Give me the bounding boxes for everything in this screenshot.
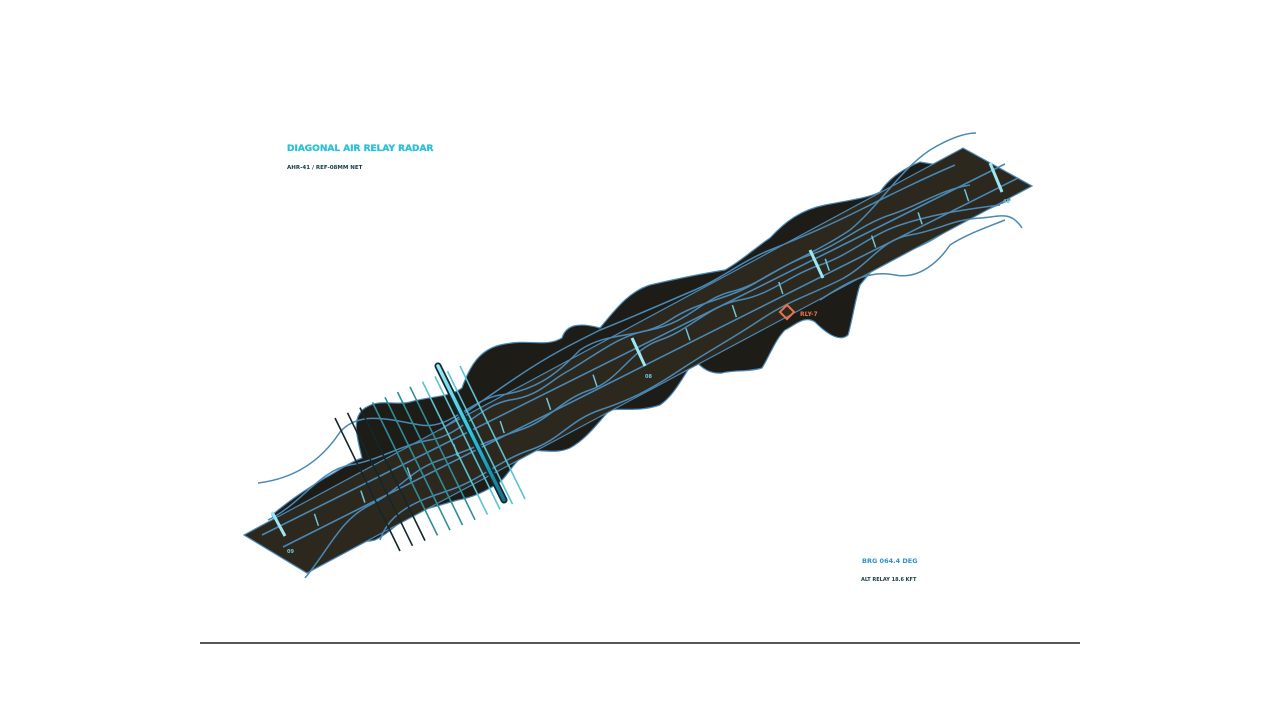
beam-array-line xyxy=(396,391,464,526)
beam-array-line xyxy=(421,381,489,515)
relay-marker-label: RLY-7 xyxy=(800,311,818,318)
corridor-centerline-1 xyxy=(261,163,1006,536)
waypoint-marker-b xyxy=(808,249,825,279)
lane-tick xyxy=(592,374,598,387)
route-line-3 xyxy=(304,204,1001,579)
beam-array-line xyxy=(434,376,501,510)
lane-tick xyxy=(499,420,505,434)
relay-corridor-strip xyxy=(242,147,1034,574)
route-line-2 xyxy=(267,184,971,521)
lane-tick xyxy=(685,328,691,341)
beam-array-line xyxy=(459,365,526,500)
lane-tag-end: 48 xyxy=(1003,199,1010,205)
lane-tick xyxy=(313,513,320,527)
lane-tick xyxy=(870,235,877,248)
lane-tick xyxy=(545,397,552,411)
waypoint-marker-a xyxy=(630,337,647,367)
corridor-end-marker xyxy=(988,162,1004,193)
lane-tick xyxy=(360,490,366,503)
beam-array-line xyxy=(371,402,439,536)
lane-tick xyxy=(917,212,923,225)
beam-array-line xyxy=(384,396,451,531)
altitude-readout: ALT RELAY 18.6 KFT xyxy=(861,577,917,583)
lane-tick xyxy=(406,467,413,480)
lane-tick xyxy=(778,281,784,295)
lane-tick xyxy=(824,258,830,271)
beam-array xyxy=(334,365,526,552)
lane-tag-start: 09 xyxy=(287,549,294,555)
corridor-start-marker xyxy=(270,511,287,537)
route-line-4 xyxy=(379,215,1023,541)
corridor-centerline-2 xyxy=(282,177,1019,548)
route-line-5 xyxy=(439,164,956,431)
beam-array-line xyxy=(334,417,401,552)
page-subtitle: AHR-41 / REF-08MM NET xyxy=(287,165,363,171)
route-line-1 xyxy=(257,132,977,484)
beam-array-line xyxy=(359,407,426,541)
relay-beam-bar-highlight xyxy=(436,364,506,502)
bearing-readout: BRG 064.4 DEG xyxy=(862,557,918,565)
lane-tick xyxy=(963,188,970,202)
route-line-6 xyxy=(819,219,1006,301)
lane-tick xyxy=(731,304,738,318)
page-title: DIAGONAL AIR RELAY RADAR xyxy=(287,144,433,154)
lane-tag-mid: 08 xyxy=(645,374,652,380)
relay-marker-icon[interactable] xyxy=(778,303,796,321)
beam-array-line xyxy=(346,412,414,547)
beam-array-line xyxy=(446,370,514,505)
beam-array-line xyxy=(409,386,476,521)
